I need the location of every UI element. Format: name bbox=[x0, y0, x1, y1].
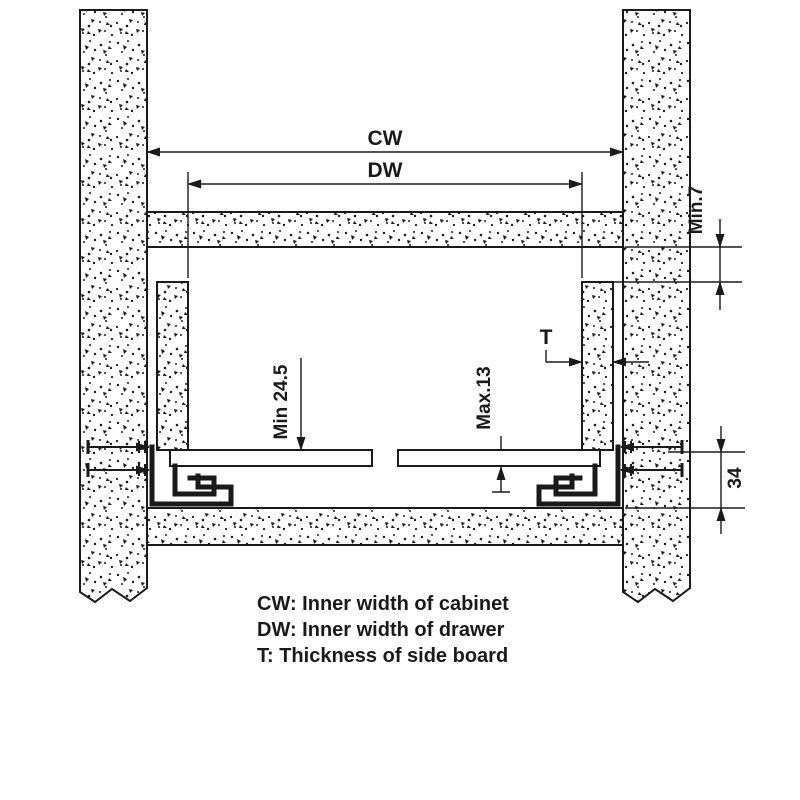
legend-line-dw: DW: Inner width of drawer bbox=[257, 619, 505, 641]
dim-label-dw: DW bbox=[368, 159, 403, 182]
dimension-dw: DW bbox=[187, 159, 583, 278]
cabinet-walls bbox=[79, 9, 691, 604]
right-cabinet-rail bbox=[536, 444, 621, 507]
legend-line-t: T: Thickness of side board bbox=[257, 645, 508, 667]
right-cabinet-wall bbox=[622, 9, 691, 604]
dimension-max13: Max.13 bbox=[474, 366, 510, 493]
dimension-min245: Min 24.5 bbox=[271, 358, 306, 451]
left-screw-bottom bbox=[86, 463, 150, 477]
left-screw-top bbox=[86, 440, 150, 454]
dim-label-34: 34 bbox=[725, 467, 746, 489]
dim-label-min7: Min.7 bbox=[686, 186, 707, 235]
right-screw-bottom bbox=[620, 463, 684, 477]
drawer-right-side-board bbox=[581, 281, 614, 451]
right-drawer-rail bbox=[553, 463, 598, 497]
left-drawer-rail bbox=[172, 463, 217, 497]
drawer-bottom-right bbox=[397, 449, 601, 467]
dim-label-min245: Min 24.5 bbox=[271, 364, 292, 439]
drawer-bottom-left bbox=[169, 449, 373, 467]
dimension-cw: CW bbox=[146, 127, 624, 208]
drawer-parts bbox=[156, 281, 614, 467]
mounting-screws bbox=[86, 440, 684, 477]
dimension-34: 34 bbox=[625, 426, 746, 534]
legend: CW: Inner width of cabinet DW: Inner wid… bbox=[257, 593, 509, 667]
drawer-left-side-board bbox=[156, 281, 189, 451]
dimension-min7: Min.7 bbox=[613, 186, 742, 310]
dimension-t: T bbox=[540, 326, 649, 367]
cabinet-bottom-panel bbox=[146, 507, 624, 546]
cabinet-top-panel bbox=[146, 211, 624, 248]
left-cabinet-rail bbox=[149, 444, 234, 507]
cabinet-panels bbox=[146, 211, 624, 546]
dim-label-max13: Max.13 bbox=[474, 366, 495, 429]
left-cabinet-wall bbox=[79, 9, 148, 604]
dim-label-t: T bbox=[540, 326, 553, 349]
legend-line-cw: CW: Inner width of cabinet bbox=[257, 593, 509, 615]
slide-rails bbox=[149, 444, 621, 507]
dim-label-cw: CW bbox=[368, 127, 403, 150]
